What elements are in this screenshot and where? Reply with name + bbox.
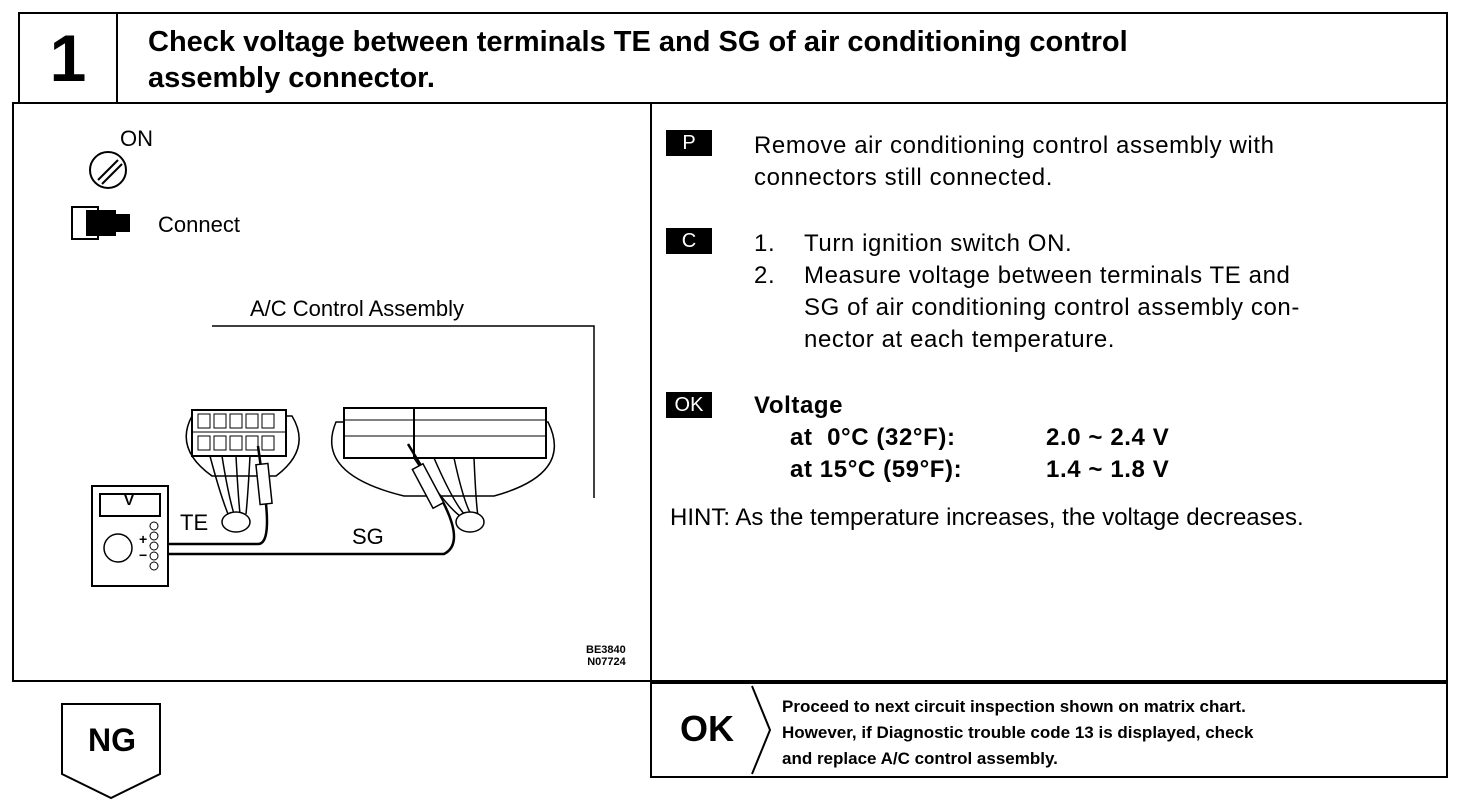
row-1-value: 2.0 ~ 2.4 V bbox=[1046, 424, 1170, 451]
ok-result-box: OK Proceed to next circuit inspection sh… bbox=[650, 682, 1448, 778]
procedure-panel: P Remove air conditioning control assemb… bbox=[650, 102, 1448, 682]
voltmeter-icon: + − bbox=[91, 485, 169, 587]
row-1-temp: at 0°C (32°F): bbox=[790, 424, 956, 451]
svg-text:+: + bbox=[139, 531, 147, 547]
title-line-2: assembly connector. bbox=[148, 62, 435, 94]
ok-line-3: and replace A/C control assembly. bbox=[782, 749, 1058, 768]
meter-label: V bbox=[124, 492, 135, 509]
step-2-line-2: SG of air conditioning control assembly … bbox=[804, 294, 1300, 321]
step-2-number: 2. bbox=[754, 262, 776, 289]
p-tag: P bbox=[666, 130, 712, 156]
figure-code-1: BE3840 bbox=[586, 644, 626, 656]
sg-label: SG bbox=[352, 524, 384, 549]
voltage-heading: Voltage bbox=[754, 392, 844, 419]
preparation-text: Remove air conditioning control assembly… bbox=[754, 130, 1275, 194]
svg-text:−: − bbox=[139, 547, 147, 563]
te-label: TE bbox=[180, 510, 209, 535]
ok-line-2: However, if Diagnostic trouble code 13 i… bbox=[782, 723, 1254, 742]
check-steps: 1. Turn ignition switch ON. 2. Measure vol… bbox=[754, 228, 1434, 356]
ok-instructions: Proceed to next circuit inspection shown… bbox=[782, 694, 1442, 772]
sg-probe-wire bbox=[164, 443, 456, 556]
ok-line-1: Proceed to next circuit inspection shown… bbox=[782, 697, 1246, 716]
assembly-label: A/C Control Assembly bbox=[250, 296, 464, 321]
step-1-text: Turn ignition switch ON. bbox=[804, 230, 1073, 257]
figure-code: BE3840 N07724 bbox=[586, 644, 626, 668]
ok-tag: OK bbox=[666, 392, 712, 418]
connect-label: Connect bbox=[158, 212, 240, 237]
wiring-diagram: + − bbox=[71, 151, 595, 587]
ignition-switch-icon bbox=[89, 151, 127, 189]
assembly-outline bbox=[212, 325, 595, 498]
step-1-number: 1. bbox=[754, 230, 776, 257]
on-label: ON bbox=[120, 126, 153, 151]
figure-code-2: N07724 bbox=[587, 656, 626, 668]
row-2-temp: at 15°C (59°F): bbox=[790, 456, 963, 483]
step-title: Check voltage between terminals TE and S… bbox=[148, 24, 1438, 96]
hint-text: HINT: As the temperature increases, the … bbox=[670, 504, 1304, 531]
ng-result-box bbox=[61, 703, 161, 800]
step-header: 1 Check voltage between terminals TE and… bbox=[18, 12, 1448, 104]
step-2-line-1: Measure voltage between terminals TE and bbox=[804, 262, 1291, 289]
step-number: 1 bbox=[20, 14, 118, 102]
ok-label: OK bbox=[680, 708, 734, 749]
voltage-spec: Voltage at 0°C (32°F): 2.0 ~ 2.4 V at 15°… bbox=[754, 390, 1169, 486]
row-2-value: 1.4 ~ 1.8 V bbox=[1046, 456, 1170, 483]
small-connector bbox=[185, 409, 300, 533]
diagram-panel: + − ON Connect A/C Control Assembly V TE… bbox=[12, 102, 652, 682]
ok-arrow bbox=[751, 685, 772, 775]
ng-label: NG bbox=[88, 722, 136, 758]
c-tag: C bbox=[666, 228, 712, 254]
connector-icon bbox=[71, 206, 130, 240]
large-connector bbox=[331, 407, 556, 533]
title-line-1: Check voltage between terminals TE and S… bbox=[148, 26, 1128, 58]
p-line-1: Remove air conditioning control assembly… bbox=[754, 132, 1275, 159]
step-2-line-3: nector at each temperature. bbox=[804, 326, 1116, 353]
p-line-2: connectors still connected. bbox=[754, 164, 1054, 191]
